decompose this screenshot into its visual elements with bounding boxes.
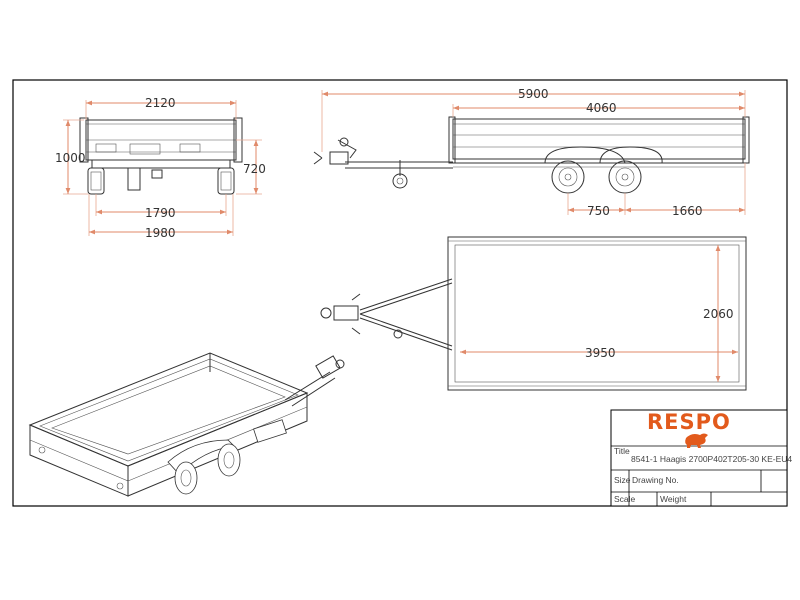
dim-top-inner-width: 2060 xyxy=(703,307,734,321)
size-label: Size xyxy=(614,475,631,485)
dim-side-body-length: 4060 xyxy=(586,101,617,115)
side-view: 5900 4060 750 1660 xyxy=(313,87,750,218)
drawing-no-label: Drawing No. xyxy=(632,475,679,485)
dim-front-height: 1000 xyxy=(55,151,86,165)
weight-label: Weight xyxy=(660,494,687,504)
dim-side-overall-length: 5900 xyxy=(518,87,549,101)
scale-label: Scale xyxy=(614,494,636,504)
dim-front-deck-height: 720 xyxy=(243,162,266,176)
front-view: 2120 1000 720 1790 1980 xyxy=(55,96,266,240)
top-view: 2060 3950 xyxy=(320,236,747,391)
drawing-border xyxy=(12,79,788,507)
dim-side-rear-overhang: 1660 xyxy=(672,204,703,218)
dim-front-track: 1790 xyxy=(145,206,176,220)
title-label: Title xyxy=(614,446,630,456)
dim-top-inner-length: 3950 xyxy=(585,346,616,360)
title-value: 8541-1 Haagis 2700P402T205-30 KE-EU4 xyxy=(631,454,792,464)
dim-front-overall-width: 2120 xyxy=(145,96,176,110)
isometric-view xyxy=(28,352,345,497)
respo-logo-text: RESPO xyxy=(647,410,731,434)
dim-front-mudguard-width: 1980 xyxy=(145,226,176,240)
bull-logo-icon xyxy=(685,433,708,448)
title-block: RESPO Title 8541-1 Haagis 2700P402T205-3… xyxy=(610,409,792,507)
dim-side-axle-spacing: 750 xyxy=(587,204,610,218)
